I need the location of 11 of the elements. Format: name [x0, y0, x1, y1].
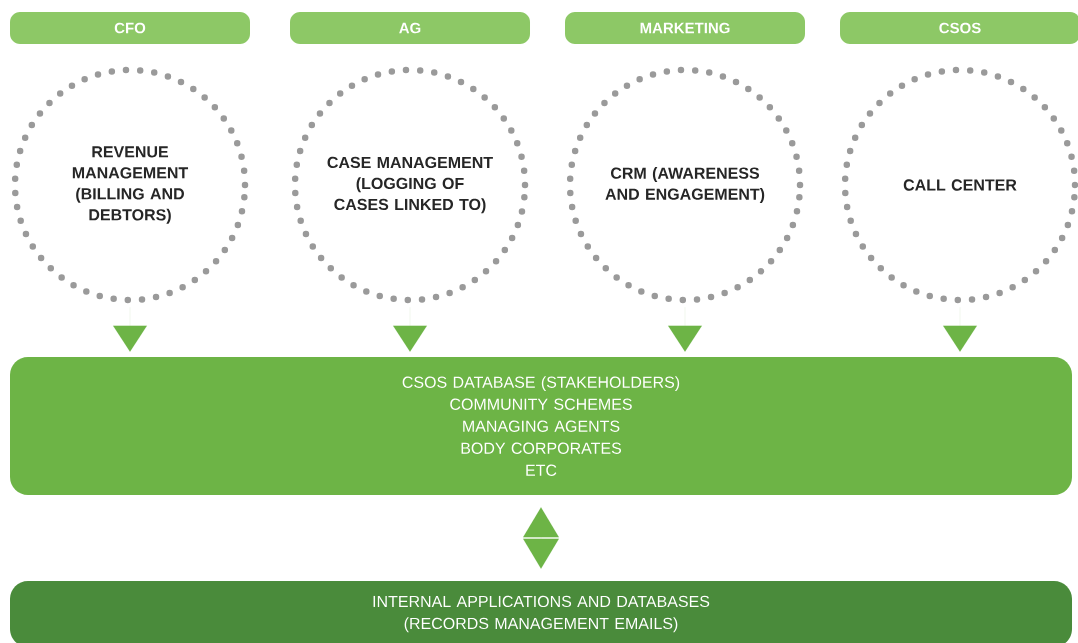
header-pill: MARKETING	[565, 12, 805, 44]
arrow	[523, 507, 559, 569]
header-pill: CFO	[10, 12, 250, 44]
header-pill: AG	[290, 12, 530, 44]
arrow	[668, 307, 702, 352]
header-pill: CSOS	[840, 12, 1078, 44]
applications-box: INTERNAL APPLICATIONS AND DATABASES (RECORDS MANAGEMENT EMAILS)	[10, 581, 1072, 643]
arrow	[113, 307, 147, 352]
arrow	[943, 307, 977, 352]
arrow	[393, 307, 427, 352]
database-box: CSOS DATABASE (STAKEHOLDERS) COMMUNITY SCHEMES MANAGING AGENTS BODY CORPORATES ETC	[10, 357, 1072, 495]
